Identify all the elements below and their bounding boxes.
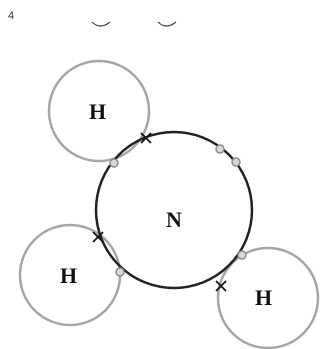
electron-dot [215, 144, 225, 154]
nitrogen-shell [94, 130, 254, 290]
electron-dot [109, 158, 119, 168]
hydrogen-shell-top-left [47, 59, 151, 163]
electron-dot [237, 250, 247, 260]
electron-cross [140, 132, 152, 144]
electron-dot [231, 157, 241, 167]
hydrogen-shell-bottom-right [216, 246, 320, 349]
electron-cross [92, 231, 104, 243]
nitrogen-label: N [166, 207, 182, 232]
electron-crosses [92, 132, 227, 292]
cropped-text-mark [157, 21, 177, 27]
electron-dots [109, 144, 247, 277]
hydrogen-label-bottom-right: H [255, 285, 273, 310]
page-number: 4 [8, 10, 15, 22]
electron-cross [215, 280, 227, 292]
hydrogen-label-top-left: H [89, 99, 107, 124]
cropped-text-mark [91, 21, 111, 27]
electron-dot [115, 267, 125, 277]
hydrogen-label-bottom-left: H [60, 263, 78, 288]
